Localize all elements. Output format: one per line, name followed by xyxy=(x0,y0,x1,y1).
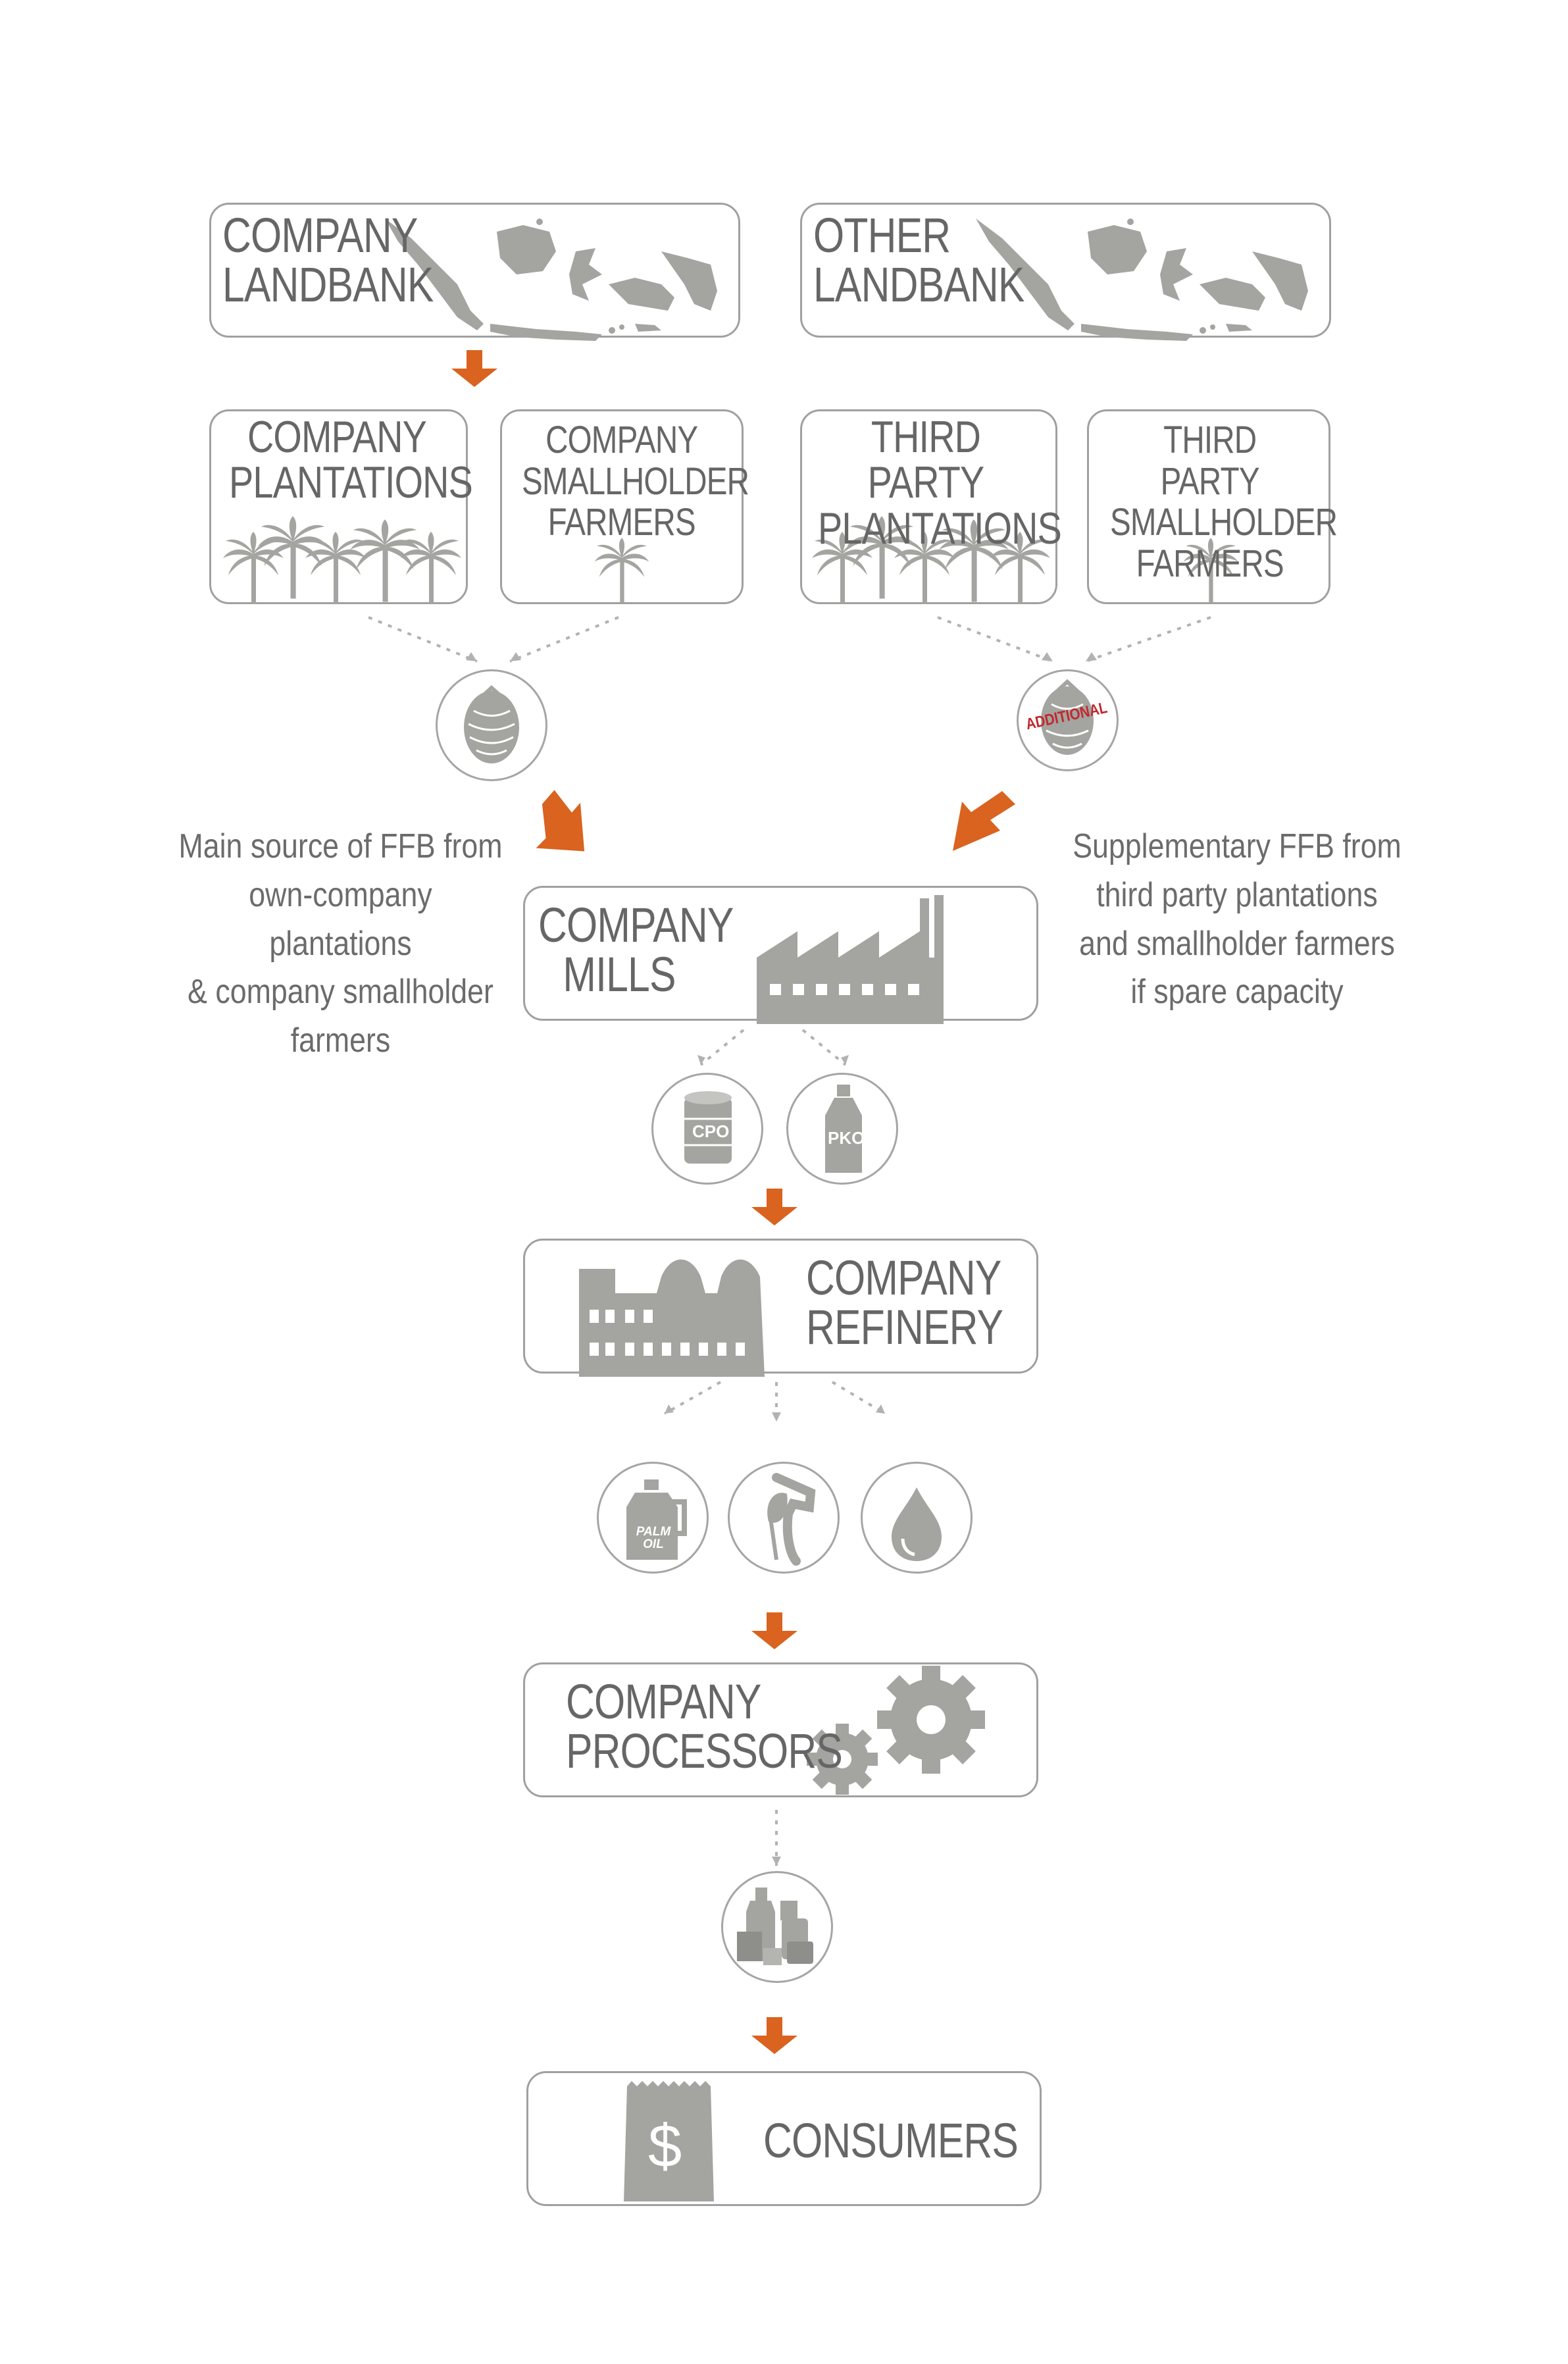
palm-fruit-icon xyxy=(1041,679,1094,755)
factory-icon xyxy=(757,895,944,1024)
palm-tree-icon xyxy=(223,516,461,604)
company-smallholder-title: COMPANY SMALLHOLDER FARMERS xyxy=(522,419,749,544)
flow-arrows xyxy=(451,350,1015,2054)
indonesia-map-icon xyxy=(385,218,717,341)
pko-label: PKO xyxy=(828,1128,865,1148)
third-party-smallholder-box xyxy=(1087,409,1330,604)
oil-drum-icon xyxy=(684,1091,732,1164)
consumers-box xyxy=(526,2071,1042,2206)
company-refinery-title: COMPANY REFINERY xyxy=(806,1250,1003,1355)
biofuel-nozzle-icon xyxy=(767,1473,816,1566)
indonesia-map-icon xyxy=(976,218,1308,341)
palm-fruit-icon xyxy=(464,684,519,763)
palm-oil-jug-icon xyxy=(626,1479,687,1560)
oil-drop-icon xyxy=(892,1487,942,1561)
main-source-note: Main source of FFB from own-company plan… xyxy=(178,827,503,1060)
gear-icon xyxy=(807,1666,985,1795)
other-landbank-title: OTHER LANDBANK xyxy=(813,208,1024,313)
palm-tree-icon xyxy=(594,538,649,603)
refinery-icon xyxy=(579,1259,765,1377)
company-mills-title: COMPANY MILLS xyxy=(538,898,734,1002)
third-party-plantations-title: THIRD PARTY PLANTATIONS xyxy=(818,412,1062,553)
supplementary-note: Supplementary FFB from third party plant… xyxy=(1073,827,1402,1012)
shopping-bag-icon xyxy=(624,2081,714,2201)
company-landbank-title: COMPANY LANDBANK xyxy=(222,208,434,313)
palm-oil-label: PALM OIL xyxy=(636,1525,671,1551)
consumers-title: CONSUMERS xyxy=(763,2113,1019,2168)
company-plantations-title: COMPANY PLANTATIONS xyxy=(229,412,473,508)
dollar-sign: $ xyxy=(648,2113,682,2180)
bottle-icon xyxy=(825,1085,862,1173)
consumer-goods-icon xyxy=(737,1888,813,1965)
dotted-connectors xyxy=(368,616,1211,1866)
third-party-smallholder-title: THIRD PARTY SMALLHOLDER FARMERS xyxy=(1110,419,1338,585)
cpo-label: CPO xyxy=(692,1121,730,1141)
company-processors-title: COMPANY PROCESSORS xyxy=(566,1674,843,1779)
